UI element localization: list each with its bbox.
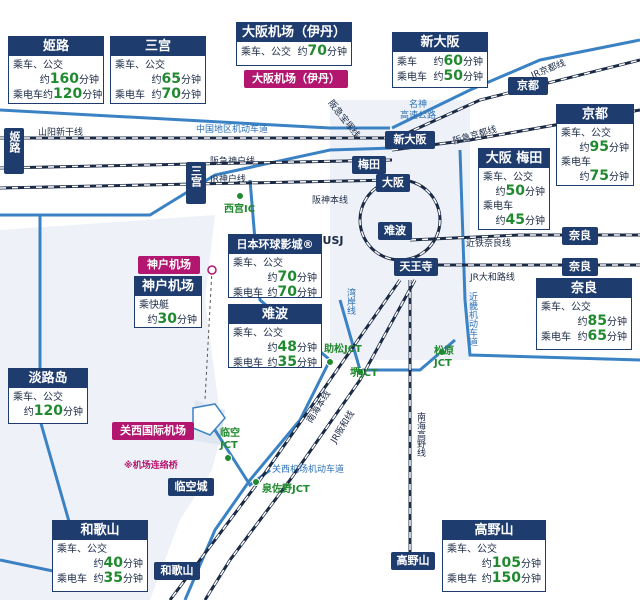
card-osaka-umeda: 大阪 梅田 乘车、公交 约50分钟 乘电车 约45分钟 [478, 148, 550, 230]
kobe-airport-dot [207, 265, 217, 275]
station-nara-lower[interactable]: 奈良 [562, 258, 598, 276]
label-chugoku-expressway: 中国地区机动车道 [196, 125, 269, 135]
hanwa-expressway [338, 299, 456, 372]
station-rinku-town[interactable]: 临空城 [168, 478, 214, 496]
label-wangan-line: 湾岸线 [345, 288, 355, 315]
station-himeji[interactable]: 姬路 [4, 128, 24, 174]
card-namba: 难波 乘车、公交 约48分钟 乘电车约35分钟 [228, 304, 322, 369]
card-nara: 奈良 乘车、公交 约85分钟 乘电车约65分钟 [536, 278, 632, 350]
label-sukematsu-jct: 助松JCT [324, 344, 362, 355]
label-kinki-expressway: 近畿机动车道 [467, 292, 477, 346]
card-awajishima: 淡路岛 乘车、公交 约120分钟 [8, 368, 88, 424]
label-izumisano-jct: 泉佐野JCT [262, 484, 310, 495]
station-koyasan[interactable]: 高野山 [391, 552, 435, 570]
label-hankyu-kobe-line: 阪急神户线 [210, 157, 256, 167]
card-sannomiya: 三宫 乘车、公交 约65分钟 乘电车约70分钟 [110, 36, 206, 104]
station-usj-label[interactable]: USJ [322, 234, 344, 247]
station-osaka[interactable]: 大阪 [376, 174, 410, 192]
junction-dots [224, 192, 446, 486]
station-umeda[interactable]: 梅田 [352, 156, 386, 174]
station-sannomiya[interactable]: 三宫 [186, 162, 206, 204]
label-jr-yamatoji-line: JR大和路线 [470, 273, 515, 283]
label-kansai-airport-expressway: 关西机场机动车道 [272, 465, 345, 475]
station-namba[interactable]: 难波 [378, 222, 412, 240]
station-nara-upper[interactable]: 奈良 [562, 227, 598, 245]
label-matsubara-jct: 松原 JCT [434, 346, 454, 369]
station-kyoto-small[interactable]: 京都 [508, 77, 548, 95]
card-kyoto: 京都 乘车、公交 约95分钟 乘电车 约75分钟 [556, 104, 634, 186]
label-nankai-koya-line: 南海高野线 [415, 412, 425, 457]
chugoku-expressway [0, 108, 390, 130]
station-tennoji[interactable]: 天王寺 [394, 258, 438, 276]
label-sanyo-shinkansen: 山阳新干线 [38, 128, 84, 138]
card-kobe-airport: 神户机场 乘快艇 约30分钟 [134, 276, 202, 328]
card-shin-osaka: 新大阪 乘车约60分钟 乘电车约50分钟 [392, 32, 488, 88]
label-rinku-jct: 临空 JCT [220, 428, 240, 451]
label-nishinomiya-ic: 西宫IC [224, 204, 256, 215]
card-itami: 大阪机场（伊丹） 乘车、公交约70分钟 [236, 22, 352, 66]
card-usj: 日本环球影城® 乘车、公交 约70分钟 乘电车约70分钟 [228, 234, 322, 299]
kobe-airport-tag[interactable]: 神户机场 [138, 256, 200, 274]
station-shin-osaka[interactable]: 新大阪 [385, 131, 435, 149]
label-hanshin-main-line: 阪神本线 [312, 196, 349, 206]
hanshin-expressway [0, 146, 393, 217]
label-kintetsu-nara-line: 近铁奈良线 [466, 239, 512, 249]
station-wakayama[interactable]: 和歌山 [154, 562, 200, 580]
card-koyasan: 高野山 乘车、公交 约105分钟 乘电车约150分钟 [442, 520, 546, 592]
itami-airport-tag[interactable]: 大阪机场（伊丹） [244, 70, 348, 88]
label-meishin-expressway: 名神 高速公路 [400, 100, 437, 121]
label-airport-bridge: ※机场连络桥 [124, 461, 178, 471]
label-jr-kobe-line: JR神户线 [210, 175, 246, 185]
kinki-expressway [458, 149, 640, 362]
label-sakai-jct: 堺JCT [350, 368, 378, 379]
card-wakayama: 和歌山 乘车、公交 约40分钟 乘电车约35分钟 [52, 520, 148, 592]
wangan-expressway [183, 179, 332, 600]
meishin-expressway [391, 38, 640, 130]
kansai-airport-tag[interactable]: 关西国际机场 [112, 422, 194, 440]
card-himeji: 姬路 乘车、公交 约160分钟 乘电车约120分钟 [8, 36, 104, 104]
ferry-route [204, 269, 213, 401]
